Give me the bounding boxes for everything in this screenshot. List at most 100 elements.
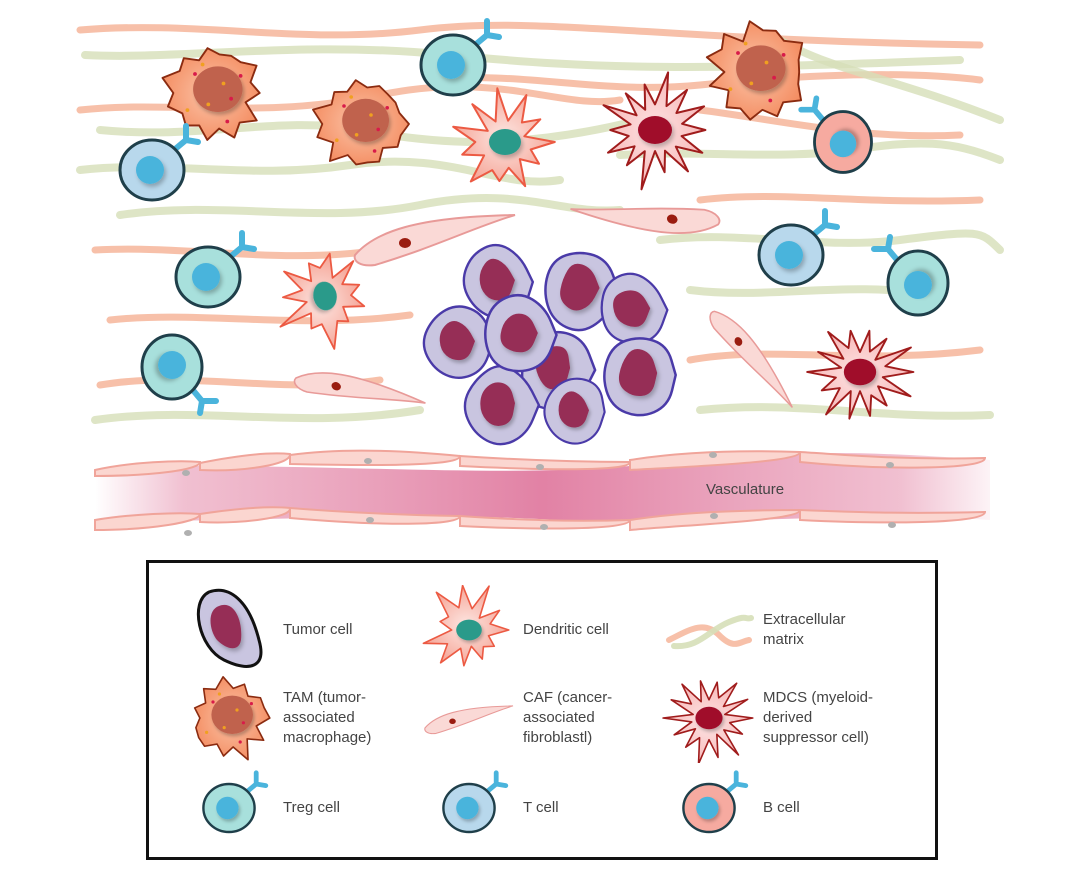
tam-granule bbox=[768, 98, 773, 103]
ecm-fiber-green bbox=[671, 614, 754, 650]
tam-granule bbox=[749, 81, 754, 86]
tumor-icon bbox=[196, 588, 263, 668]
vasculature: Vasculature bbox=[94, 449, 990, 536]
ecm-fiber bbox=[116, 194, 624, 219]
legend-label-tam: TAM (tumor- associated macrophage) bbox=[283, 689, 372, 746]
legend-item-tumor: Tumor cell bbox=[179, 585, 352, 675]
legend-item-tam: TAM (tumor- associated macrophage) bbox=[179, 673, 371, 763]
tumor-cell bbox=[463, 364, 541, 446]
tam-granule bbox=[736, 51, 740, 55]
bcell-cell bbox=[682, 770, 749, 834]
dendritic-cell bbox=[452, 87, 556, 188]
tumor-cell-nucleus bbox=[500, 313, 538, 353]
receptor-icon bbox=[724, 770, 749, 795]
tam-granule bbox=[238, 74, 243, 78]
legend-label-ecm: Extracellular matrix bbox=[763, 611, 846, 648]
tumor-cell bbox=[484, 293, 558, 373]
tumor-cluster bbox=[422, 243, 677, 446]
tam-granule bbox=[781, 53, 786, 57]
legend-item-tcell: T cell bbox=[419, 763, 559, 853]
tam-granule bbox=[205, 730, 209, 734]
tam-granule bbox=[772, 75, 776, 80]
caf-nucleus bbox=[331, 382, 341, 391]
receptor-icon bbox=[810, 208, 840, 238]
tam-granule bbox=[238, 740, 242, 744]
tam-granule bbox=[185, 108, 190, 112]
caf-icon bbox=[424, 705, 514, 735]
dendritic-nucleus bbox=[456, 619, 482, 641]
legend-item-ecm: Extracellular matrix bbox=[659, 585, 846, 675]
treg-nucleus bbox=[437, 51, 465, 79]
tumor-cell bbox=[543, 377, 606, 445]
tcell-icon bbox=[442, 770, 509, 834]
mdsc-cell bbox=[662, 680, 754, 763]
tam-granule bbox=[249, 702, 253, 706]
vasculature-label: Vasculature bbox=[706, 481, 784, 498]
receptor-icon bbox=[244, 770, 269, 795]
receptor-icon bbox=[484, 770, 509, 795]
tam-granule bbox=[193, 72, 197, 76]
tam-cell bbox=[193, 675, 271, 761]
ecm-fiber bbox=[686, 346, 984, 364]
tam-granule bbox=[354, 133, 359, 137]
ecm-fiber bbox=[76, 21, 984, 49]
endothelial-cells-top bbox=[94, 449, 987, 478]
ecm-fiber bbox=[696, 403, 994, 420]
bcell-nucleus bbox=[829, 130, 857, 158]
caf-nucleus bbox=[449, 718, 456, 725]
tam-cell bbox=[705, 20, 804, 121]
treg-nucleus bbox=[216, 796, 239, 820]
receptor-icon bbox=[798, 95, 827, 124]
tam-cell bbox=[312, 79, 410, 166]
caf-membrane bbox=[709, 310, 793, 408]
ecm-fiber bbox=[426, 71, 984, 91]
caf-membrane bbox=[424, 705, 514, 735]
caf-membrane bbox=[293, 372, 426, 404]
dendritic-nucleus bbox=[313, 281, 337, 311]
tumor-cell-nucleus bbox=[480, 382, 516, 426]
mdsc-nucleus bbox=[638, 116, 672, 144]
dendritic-nucleus bbox=[489, 129, 521, 155]
legend-label-mdsc: MDCS (myeloid- derived suppressor cell) bbox=[763, 689, 874, 746]
tcell-cell bbox=[757, 208, 840, 287]
tam-granule bbox=[241, 721, 245, 725]
legend-label-caf: CAF (cancer- associated fibroblastl) bbox=[523, 689, 613, 746]
tam-granule bbox=[349, 95, 353, 99]
tam-granule bbox=[225, 119, 230, 124]
ecm-cell bbox=[666, 614, 754, 650]
tcell-cell bbox=[118, 123, 201, 202]
tam-cell bbox=[161, 47, 261, 141]
caf-cell bbox=[424, 705, 514, 735]
tumor-cell-nucleus bbox=[439, 321, 476, 361]
legend-item-bcell: B cell bbox=[659, 763, 800, 853]
treg-nucleus bbox=[904, 271, 932, 299]
tam-granule bbox=[743, 41, 748, 46]
legend-label-bcell: B cell bbox=[763, 799, 800, 816]
tcell-cell bbox=[442, 770, 509, 834]
tumor-cell-nucleus bbox=[558, 391, 590, 428]
tam-granule bbox=[385, 106, 389, 110]
tam-granule bbox=[235, 708, 239, 712]
ecm-fiber bbox=[91, 406, 424, 424]
legend-label-tcell: T cell bbox=[523, 799, 559, 816]
legend-item-dendritic: Dendritic cell bbox=[419, 585, 609, 675]
tam-granule bbox=[369, 113, 373, 117]
endothelial-cells-bottom bbox=[94, 506, 987, 532]
ecm-fiber bbox=[696, 193, 984, 205]
tumor-cell bbox=[422, 305, 495, 379]
mdsc-cell bbox=[602, 71, 707, 191]
dendritic-cell bbox=[279, 252, 366, 350]
caf-cell bbox=[570, 207, 721, 234]
legend-item-caf: CAF (cancer- associated fibroblastl) bbox=[419, 673, 612, 763]
tam-nucleus bbox=[193, 66, 243, 112]
caf-nucleus bbox=[734, 337, 743, 346]
tam-granule bbox=[728, 87, 733, 91]
treg-cell bbox=[174, 230, 257, 309]
tumor-cell bbox=[603, 337, 677, 417]
receptor-icon bbox=[189, 386, 219, 416]
tam-granule bbox=[229, 96, 233, 101]
tam-nucleus bbox=[342, 98, 389, 142]
caf-membrane bbox=[353, 214, 516, 267]
dendritic-icon bbox=[422, 585, 510, 667]
